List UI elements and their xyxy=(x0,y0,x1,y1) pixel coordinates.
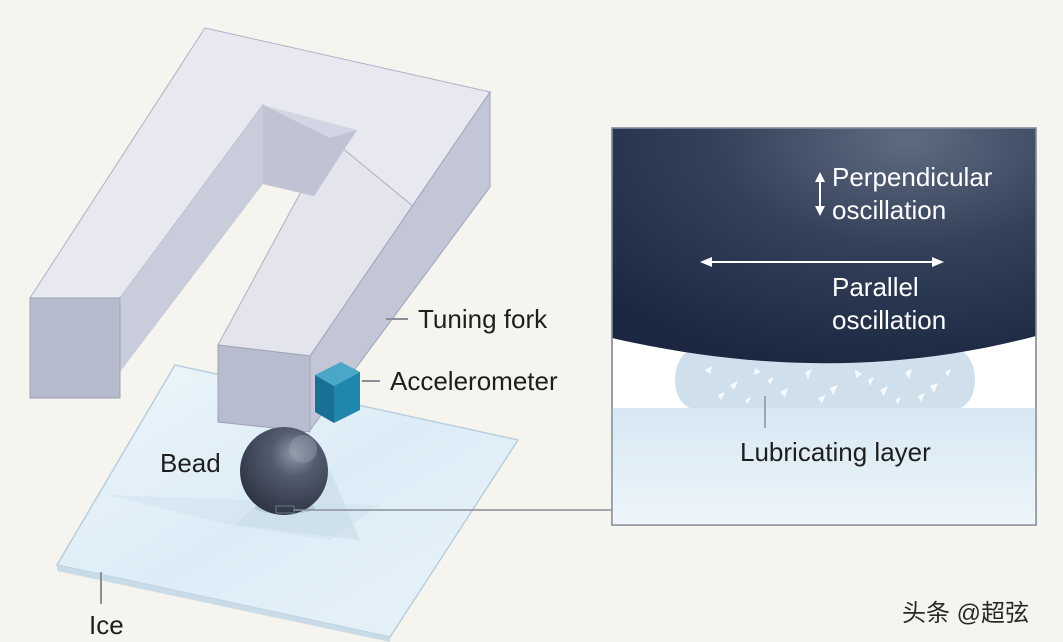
bead-surface xyxy=(612,128,1036,364)
tuning-fork-label: Tuning fork xyxy=(418,304,548,334)
parallel-label-line2: oscillation xyxy=(832,305,946,335)
inset-panel: Perpendicular oscillation Parallel oscil… xyxy=(611,127,1037,526)
watermark-text: 头条 @超弦 xyxy=(902,600,1029,627)
perpendicular-label-line2: oscillation xyxy=(832,195,946,225)
lubricating-layer-label: Lubricating layer xyxy=(740,437,931,467)
lubricating-layer-region xyxy=(675,350,975,408)
bead xyxy=(240,427,328,515)
tuning-fork xyxy=(29,27,491,433)
ice-label: Ice xyxy=(89,610,124,640)
accelerometer-cube xyxy=(315,362,360,423)
lubricant-texture xyxy=(705,366,951,404)
perpendicular-label-line1: Perpendicular xyxy=(832,162,993,192)
parallel-label-line1: Parallel xyxy=(832,272,919,302)
parallel-arrow xyxy=(700,257,944,267)
bead-label: Bead xyxy=(160,448,221,478)
perpendicular-arrow xyxy=(815,172,825,216)
accelerometer-label: Accelerometer xyxy=(390,366,558,396)
